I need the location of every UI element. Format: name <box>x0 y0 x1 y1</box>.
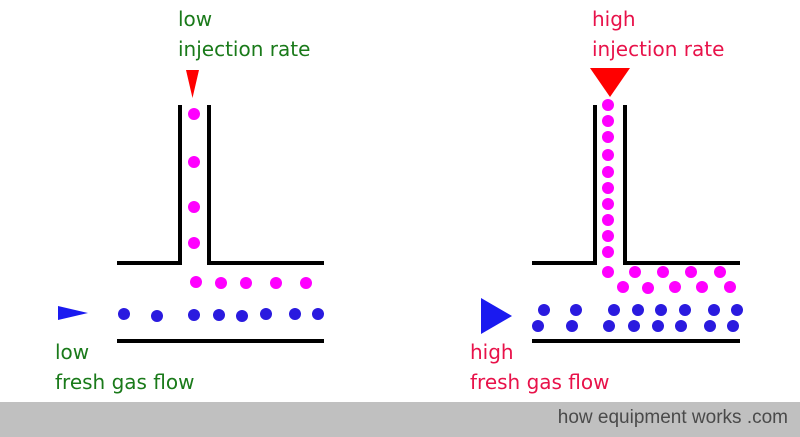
injected-particle <box>629 266 641 278</box>
fresh-gas-particle <box>608 304 620 316</box>
injected-particle <box>215 277 227 289</box>
injected-particle <box>602 131 614 143</box>
injected-particle <box>602 246 614 258</box>
left-fresh-gas-particles <box>118 308 324 322</box>
fresh-gas-particle <box>675 320 687 332</box>
injected-particle <box>602 166 614 178</box>
injected-particle <box>602 182 614 194</box>
fresh-gas-particle <box>538 304 550 316</box>
fresh-gas-particle <box>151 310 163 322</box>
fresh-gas-particle <box>603 320 615 332</box>
right-flow-text: fresh gas flow <box>470 370 610 394</box>
fresh-gas-particle <box>570 304 582 316</box>
injected-particle <box>602 198 614 210</box>
fresh-gas-particle <box>188 309 200 321</box>
fresh-gas-particle <box>236 310 248 322</box>
injected-particle <box>602 115 614 127</box>
right-fresh-gas-particles <box>532 304 743 332</box>
injected-particle <box>602 230 614 242</box>
right-pipe-wall-left <box>532 105 597 265</box>
injected-particle <box>696 281 708 293</box>
left-injected-particles <box>188 108 312 289</box>
injected-particle <box>602 99 614 111</box>
fresh-gas-particle <box>655 304 667 316</box>
footer-bar: how equipment works .com <box>0 402 800 437</box>
fresh-gas-particle <box>566 320 578 332</box>
left-injection-label: low injection rate <box>178 7 310 61</box>
right-panel: high injection rate <box>470 7 743 394</box>
injected-particle <box>270 277 282 289</box>
left-injection-level: low <box>178 7 212 31</box>
fresh-gas-particle <box>679 304 691 316</box>
right-injection-level: high <box>592 7 636 31</box>
injected-particle <box>188 201 200 213</box>
left-injection-text: injection rate <box>178 37 310 61</box>
injected-particle <box>617 281 629 293</box>
injected-particle <box>669 281 681 293</box>
right-flow-label: high fresh gas flow <box>470 340 610 394</box>
injected-particle <box>188 237 200 249</box>
right-injection-label: high injection rate <box>592 7 724 61</box>
injected-particle <box>602 214 614 226</box>
footer-credit: how equipment works .com <box>557 407 788 428</box>
injected-particle <box>300 277 312 289</box>
right-pipe-wall-right <box>623 105 740 265</box>
fresh-gas-particle <box>708 304 720 316</box>
injected-particle <box>642 282 654 294</box>
injected-particle <box>714 266 726 278</box>
right-injection-text: injection rate <box>592 37 724 61</box>
right-pipe <box>532 105 740 343</box>
fresh-gas-particle <box>260 308 272 320</box>
right-flow-arrow <box>481 298 512 334</box>
fresh-gas-particle <box>289 308 301 320</box>
injected-particle <box>190 276 202 288</box>
fresh-gas-particle <box>727 320 739 332</box>
left-pipe <box>117 105 324 343</box>
injected-particle <box>602 149 614 161</box>
left-flow-text: fresh gas flow <box>55 370 195 394</box>
left-flow-arrow <box>58 306 88 320</box>
right-injected-particles <box>602 99 736 294</box>
left-pipe-wall-right <box>207 105 324 265</box>
fresh-gas-particle <box>312 308 324 320</box>
left-injection-arrow <box>186 70 199 98</box>
right-flow-level: high <box>470 340 514 364</box>
injected-particle <box>724 281 736 293</box>
fresh-gas-particle <box>213 309 225 321</box>
fresh-gas-particle <box>704 320 716 332</box>
fresh-gas-particle <box>628 320 640 332</box>
injected-particle <box>657 266 669 278</box>
injected-particle <box>602 266 614 278</box>
fresh-gas-particle <box>632 304 644 316</box>
left-panel: low injection rate <box>55 7 324 394</box>
right-injection-arrow <box>590 68 630 97</box>
injected-particle <box>188 108 200 120</box>
injected-particle <box>685 266 697 278</box>
left-flow-level: low <box>55 340 89 364</box>
fresh-gas-particle <box>652 320 664 332</box>
fresh-gas-particle <box>118 308 130 320</box>
injected-particle <box>188 156 200 168</box>
fresh-gas-particle <box>731 304 743 316</box>
left-flow-label: low fresh gas flow <box>55 340 195 394</box>
fresh-gas-particle <box>532 320 544 332</box>
left-pipe-wall-left <box>117 105 182 265</box>
injected-particle <box>240 277 252 289</box>
